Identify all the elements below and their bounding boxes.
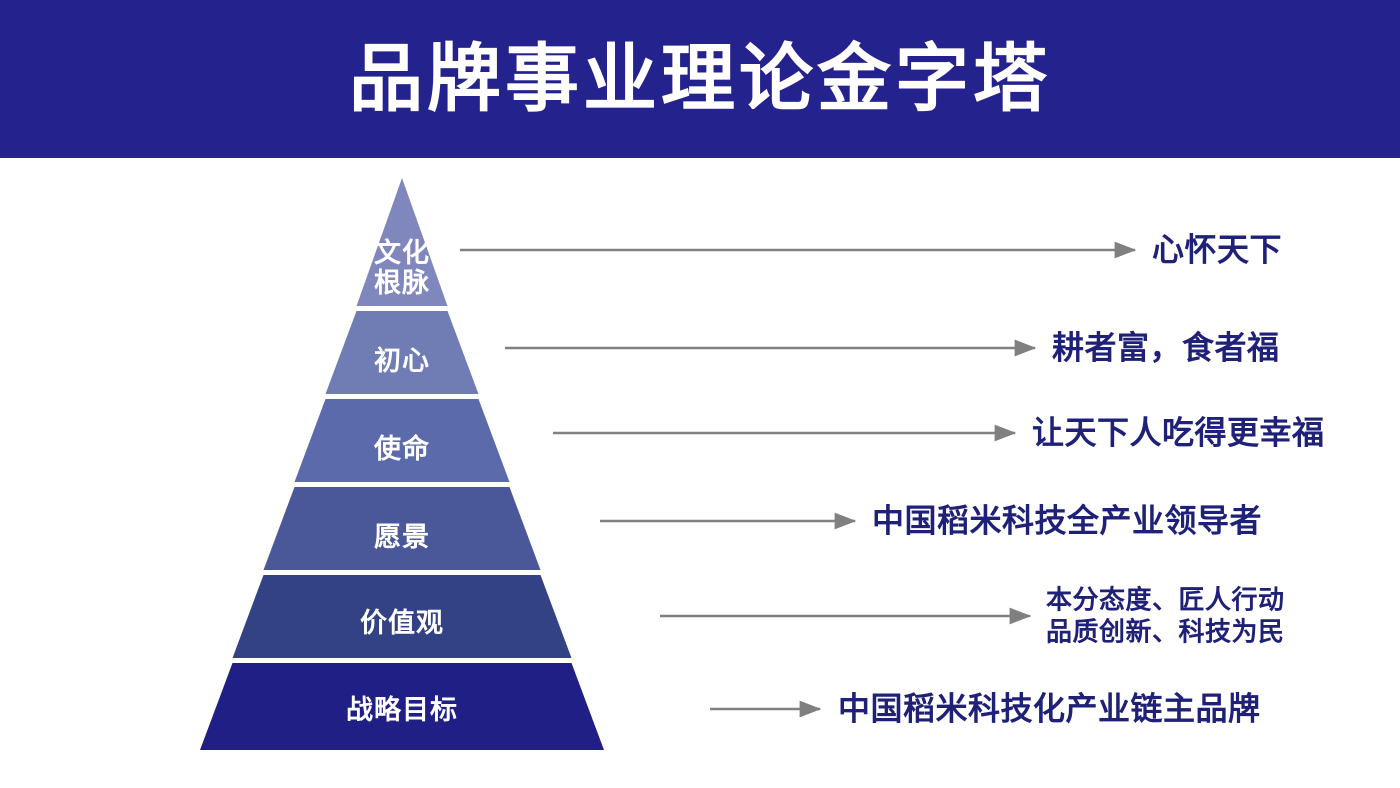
pyramid-band-2[interactable] <box>325 311 479 394</box>
pyramid-band-label-5: 价值观 <box>360 607 444 638</box>
pyramid-band-label-4: 愿景 <box>374 521 430 552</box>
callout-text-3: 让天下人吃得更幸福 <box>1032 414 1325 451</box>
pyramid-band-6[interactable] <box>200 663 604 750</box>
pyramid-band-1[interactable] <box>356 178 448 306</box>
pyramid-band-label-1: 文化 根脉 <box>374 237 430 298</box>
pyramid-bands <box>200 178 604 750</box>
header-bar: 品牌事业理论金字塔 <box>0 0 1400 158</box>
pyramid-band-5[interactable] <box>232 575 572 658</box>
pyramid-band-label-3: 使命 <box>374 433 430 464</box>
connector-arrows <box>460 241 1137 718</box>
pyramid-band-4[interactable] <box>263 487 541 570</box>
callout-text-5: 本分态度、匠人行动 品质创新、科技为民 <box>1046 584 1285 646</box>
callout-text-2: 耕者富，食者福 <box>1052 329 1280 366</box>
pyramid-band-3[interactable] <box>294 399 510 482</box>
callout-text-6: 中国稻米科技化产业链主品牌 <box>838 690 1261 727</box>
callout-text-1: 心怀天下 <box>1152 231 1283 268</box>
page-title: 品牌事业理论金字塔 <box>349 37 1051 120</box>
pyramid-band-label-6: 战略目标 <box>346 694 458 725</box>
pyramid-band-label-2: 初心 <box>374 345 430 376</box>
callout-text-4: 中国稻米科技全产业领导者 <box>872 502 1263 539</box>
